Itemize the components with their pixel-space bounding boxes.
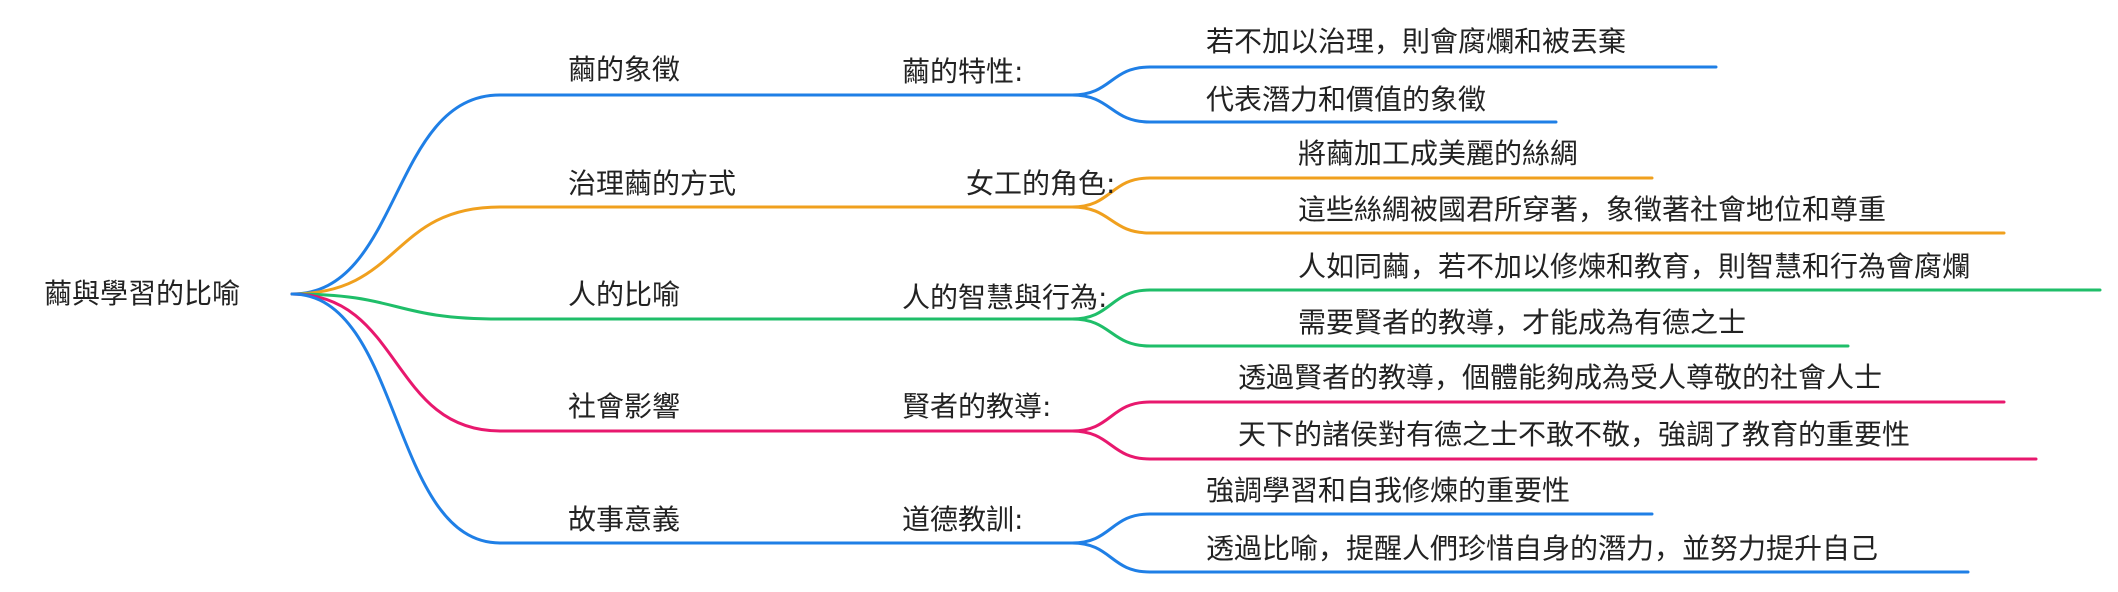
sub-leaf-connector [1070,93,1152,124]
sub-node[interactable]: 人的智慧與行為: [902,281,1108,314]
leaf-node[interactable]: 強調學習和自我修煉的重要性 [1206,474,1571,507]
sub-leaf-connector [1070,541,1152,574]
root-branch-connector [290,93,502,296]
sub-node[interactable]: 道德教訓: [902,503,1024,536]
sub-leaf-connector [1070,317,1152,348]
branch-node[interactable]: 繭的象徵 [568,53,681,86]
root-branch-connector [290,292,502,433]
branch-node[interactable]: 社會影響 [568,390,681,423]
branch-node[interactable]: 故事意義 [568,503,681,536]
root-branch-connector [290,205,502,296]
branch-node[interactable]: 人的比喻 [568,278,681,311]
sub-leaf-connector [1070,176,1152,209]
sub-leaf-connector [1070,205,1152,235]
sub-leaf-connector [1070,400,1152,433]
sub-leaf-connector [1070,512,1152,545]
leaf-node[interactable]: 若不加以治理，則會腐爛和被丟棄 [1206,25,1627,58]
leaf-node[interactable]: 天下的諸侯對有德之士不敢不敬，強調了教育的重要性 [1238,418,1911,451]
leaf-node[interactable]: 透過賢者的教導，個體能夠成為受人尊敬的社會人士 [1238,361,1883,394]
root-branch-connector [290,292,502,545]
root-node[interactable]: 繭與學習的比喻 [44,277,241,310]
leaf-node[interactable]: 代表潛力和價值的象徵 [1206,83,1487,116]
sub-leaf-connector [1070,288,1152,321]
leaf-node[interactable]: 將繭加工成美麗的絲綢 [1298,137,1579,170]
root-branch-connector [290,292,502,321]
sub-leaf-connector [1070,65,1152,97]
sub-leaf-connector [1070,429,1152,461]
leaf-node[interactable]: 人如同繭，若不加以修煉和教育，則智慧和行為會腐爛 [1298,250,1971,283]
sub-node[interactable]: 女工的角色: [966,167,1116,200]
sub-node[interactable]: 繭的特性: [902,55,1024,88]
leaf-node[interactable]: 需要賢者的教導，才能成為有德之士 [1298,306,1747,339]
branch-node[interactable]: 治理繭的方式 [568,167,737,200]
sub-node[interactable]: 賢者的教導: [902,390,1052,423]
leaf-node[interactable]: 透過比喻，提醒人們珍惜自身的潛力，並努力提升自己 [1206,532,1879,565]
leaf-node[interactable]: 這些絲綢被國君所穿著，象徵著社會地位和尊重 [1298,193,1887,226]
